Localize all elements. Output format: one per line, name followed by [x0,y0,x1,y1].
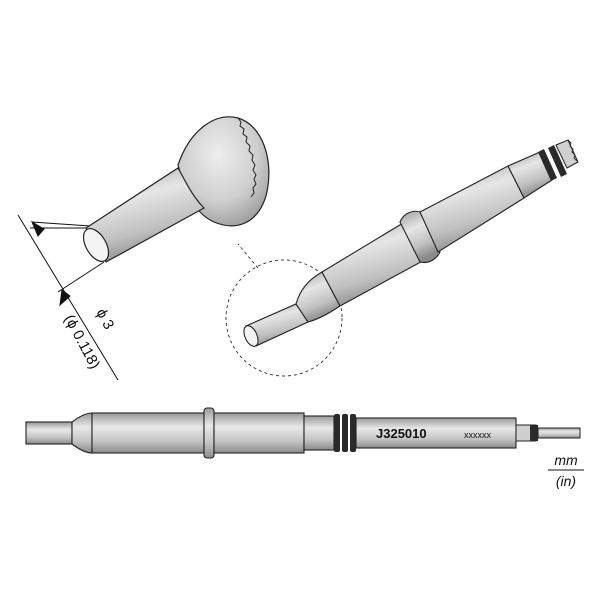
arrow-upper [30,220,45,237]
diag-body-upper [419,165,525,253]
side-taper [71,412,93,454]
diag-tip-opening [243,325,259,347]
magnified-tip [82,116,270,263]
side-end-tip [537,427,581,439]
tip-tube [85,167,205,263]
extension-line-upper [31,221,91,227]
unit-mm: mm [554,452,578,468]
side-main-body [91,412,205,454]
diag-collar [399,210,441,264]
diag-connector [555,139,579,169]
side-ring-2 [342,414,348,452]
side-left-tube [25,421,73,445]
diag-ring-2 [548,145,567,177]
diag-connector-teeth [567,139,578,162]
side-label-shaft [355,417,517,449]
side-ring-3 [350,414,356,452]
diameter-dimension [17,214,119,381]
side-view-tip [25,407,581,459]
part-code: J325010 [376,426,427,441]
part-serial: xxxxxx [464,430,492,440]
arrow-lower [59,289,71,307]
side-step [303,415,335,451]
diameter-mm-label: ϕ 3 [92,306,117,332]
extension-line-lower [57,261,105,293]
tip-bell-knurl [237,117,257,198]
magnify-circle [225,259,343,377]
side-collar [203,407,215,459]
magnify-leader [237,243,259,269]
unit-inch: (in) [556,473,576,489]
side-element-dark [530,425,538,441]
tip-opening [82,228,110,262]
diag-ring-1 [538,149,557,181]
units-legend: mm (in) [548,452,584,489]
tip-bell [177,116,270,227]
side-body-right [213,412,305,454]
side-ring-1 [334,414,340,452]
diagonal-tip [225,139,579,377]
